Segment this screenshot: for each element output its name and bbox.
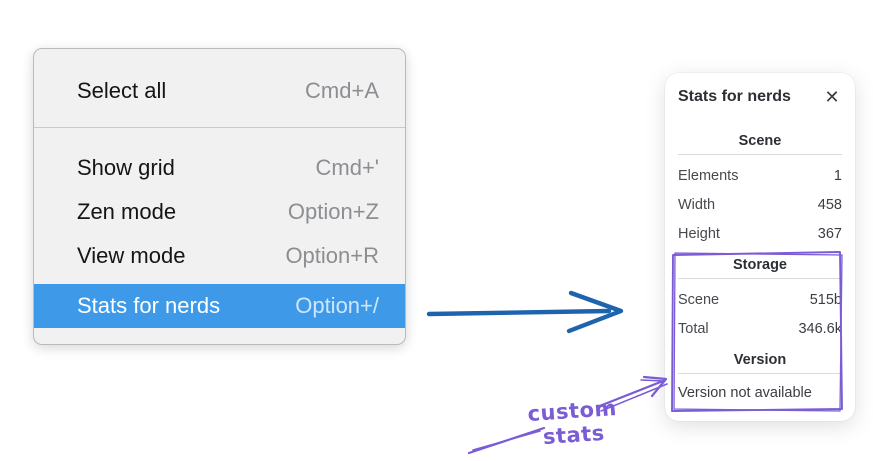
menu-item-label: Stats for nerds bbox=[77, 293, 221, 318]
stat-row-scene-size: Scene 515b bbox=[678, 285, 842, 314]
menu-item-shortcut: Cmd+' bbox=[315, 155, 380, 180]
menu-item-label: Show grid bbox=[77, 155, 175, 180]
menu-item-shortcut: Option+/ bbox=[295, 293, 379, 318]
stat-row-total-size: Total 346.6k bbox=[678, 314, 842, 343]
stat-label: Width bbox=[678, 196, 716, 213]
stats-panel-title: Stats for nerds bbox=[678, 88, 791, 105]
section-divider bbox=[678, 154, 842, 155]
section-scene: Scene Elements 1 Width 458 Height 367 bbox=[678, 133, 842, 248]
menu-item-shortcut: Option+Z bbox=[287, 199, 379, 224]
section-storage-title: Storage bbox=[733, 257, 787, 273]
stat-row-elements: Elements 1 bbox=[678, 161, 842, 190]
menu-item-stats-for-nerds[interactable]: Stats for nerds Option+/ bbox=[34, 284, 405, 328]
stat-value: 458 bbox=[817, 196, 842, 213]
menu-item-zen-mode[interactable]: Zen mode Option+Z bbox=[34, 190, 405, 234]
context-menu: Select all Cmd+A Show grid Cmd+' Zen mod… bbox=[33, 48, 406, 345]
menu-item-shortcut: Cmd+A bbox=[305, 78, 379, 103]
menu-item-shortcut: Option+R bbox=[285, 243, 379, 268]
custom-stats-label: custom stats bbox=[526, 395, 618, 450]
stat-label: Elements bbox=[678, 167, 739, 184]
stat-value: 346.6k bbox=[798, 320, 842, 337]
section-version-title: Version bbox=[733, 352, 787, 368]
stat-value: 367 bbox=[817, 225, 842, 242]
menu-item-show-grid[interactable]: Show grid Cmd+' bbox=[34, 146, 405, 190]
section-scene-title: Scene bbox=[738, 133, 782, 149]
blue-arrow bbox=[426, 290, 624, 334]
stats-panel-header: Stats for nerds ✕ bbox=[678, 87, 842, 107]
stat-label: Height bbox=[678, 225, 720, 242]
menu-item-label: View mode bbox=[77, 243, 186, 268]
menu-item-view-mode[interactable]: View mode Option+R bbox=[34, 234, 405, 278]
stat-row-height: Height 367 bbox=[678, 219, 842, 248]
stat-label: Total bbox=[678, 320, 709, 337]
section-version: Version Version not available bbox=[678, 352, 842, 403]
stat-label: Scene bbox=[678, 291, 720, 308]
stat-value: 515b bbox=[809, 291, 842, 308]
menu-item-label: Select all bbox=[77, 78, 167, 103]
stats-panel: Stats for nerds ✕ Scene Elements 1 Width… bbox=[665, 73, 855, 421]
menu-item-select-all[interactable]: Select all Cmd+A bbox=[34, 69, 405, 113]
version-note: Version not available bbox=[678, 385, 812, 401]
stat-value: 1 bbox=[833, 167, 842, 184]
menu-divider bbox=[34, 127, 405, 128]
menu-item-label: Zen mode bbox=[77, 199, 177, 224]
stat-row-width: Width 458 bbox=[678, 190, 842, 219]
close-icon[interactable]: ✕ bbox=[822, 87, 842, 107]
section-storage: Storage Scene 515b Total 346.6k bbox=[678, 257, 842, 343]
